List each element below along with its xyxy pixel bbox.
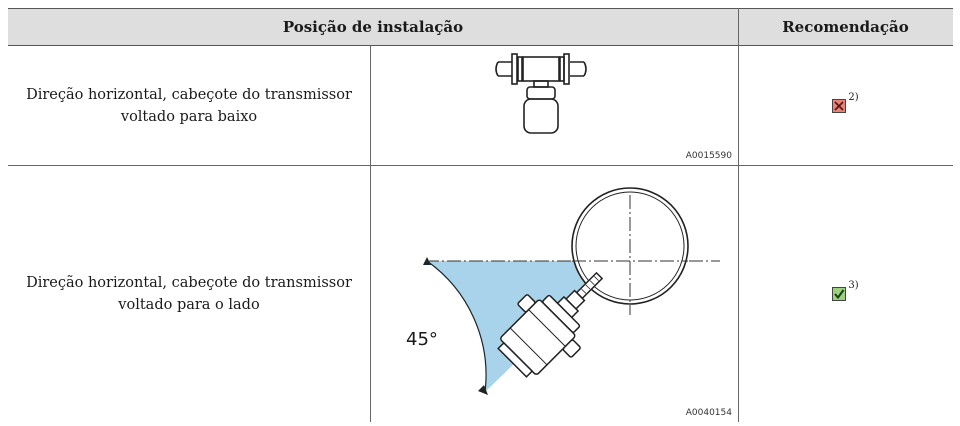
row-2-description: Direção horizontal, cabeçote do transmis… (8, 165, 370, 422)
row-1-figure-code: A0015590 (685, 151, 732, 161)
row-2-footnote: 3) (848, 280, 859, 291)
row-2-description-text: Direção horizontal, cabeçote do transmis… (26, 274, 352, 313)
row-2-figure: 45° A0040154 (370, 165, 738, 422)
divider (370, 46, 371, 422)
header-recommendation: Recomendação (738, 8, 953, 46)
not-recommended-icon (832, 98, 847, 113)
header-position: Posição de instalação (8, 8, 738, 46)
recommended-icon (832, 286, 847, 301)
row-1-footnote: 2) (848, 92, 859, 103)
row-1-description: Direção horizontal, cabeçote do transmis… (8, 46, 370, 165)
transmitter-down-drawing (495, 53, 587, 134)
row-2-figure-code: A0040154 (685, 408, 732, 418)
divider (8, 165, 953, 166)
header-recommendation-label: Recomendação (782, 18, 909, 36)
row-1-description-text: Direção horizontal, cabeçote do transmis… (26, 86, 352, 125)
angle-label: 45° (406, 329, 438, 350)
row-2-recommendation: 3) (738, 165, 953, 422)
row-1-figure: A0015590 (370, 46, 738, 165)
header-position-label: Posição de instalação (282, 18, 464, 36)
divider (738, 8, 739, 422)
row-1-recommendation: 2) (738, 46, 953, 165)
transmitter-side-drawing (423, 187, 720, 395)
